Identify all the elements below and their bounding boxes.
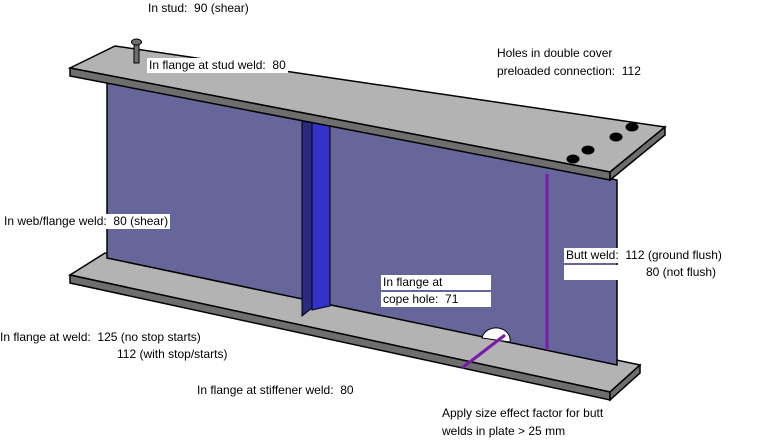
stiffener <box>301 112 331 318</box>
flange-weld-label-line2: 112 (with stop/starts) <box>117 347 228 361</box>
bolt-hole-icon <box>581 145 595 155</box>
cope-hole-label-line1: In flange at <box>381 275 491 290</box>
bolt-hole-icon <box>609 132 623 142</box>
bottom-flange <box>68 252 642 402</box>
flange-stud-weld-label: In flange at stud weld: 80 <box>147 58 288 73</box>
shear-stud-icon <box>131 38 142 64</box>
bolt-hole-icon <box>566 154 580 164</box>
bolt-holes <box>566 122 639 164</box>
flange-weld-label-line1: In flange at weld: 125 (no stop starts) <box>0 330 201 344</box>
web-flange-weld-label: In web/flange weld: 80 (shear) <box>2 214 171 229</box>
flange-butt-weld-line <box>461 333 506 370</box>
bottom-flange-side-face <box>609 363 641 402</box>
stiffener-side-face <box>301 112 313 318</box>
bolt-hole-icon <box>625 122 639 132</box>
top-flange <box>67 45 667 182</box>
stud-label: In stud: 90 (shear) <box>148 1 249 15</box>
butt-weld-label-line2: 80 (not flush) <box>564 265 719 280</box>
size-effect-label-line1: Apply size effect factor for butt <box>442 406 604 420</box>
stiffener-weld-label: In flange at stiffener weld: 80 <box>197 383 354 397</box>
cope-hole-icon <box>481 327 511 343</box>
size-effect-label-line2: welds in plate > 25 mm <box>442 424 566 438</box>
cope-hole-label-line2: cope hole: 71 <box>381 292 491 307</box>
top-flange-side-face <box>609 125 666 182</box>
stiffener-front-face <box>311 112 331 311</box>
holes-label-line2: preloaded connection: 112 <box>497 64 641 78</box>
butt-weld-label-line1: Butt weld: 112 (ground flush) <box>564 248 724 263</box>
holes-label-line1: Holes in double cover <box>497 46 613 60</box>
